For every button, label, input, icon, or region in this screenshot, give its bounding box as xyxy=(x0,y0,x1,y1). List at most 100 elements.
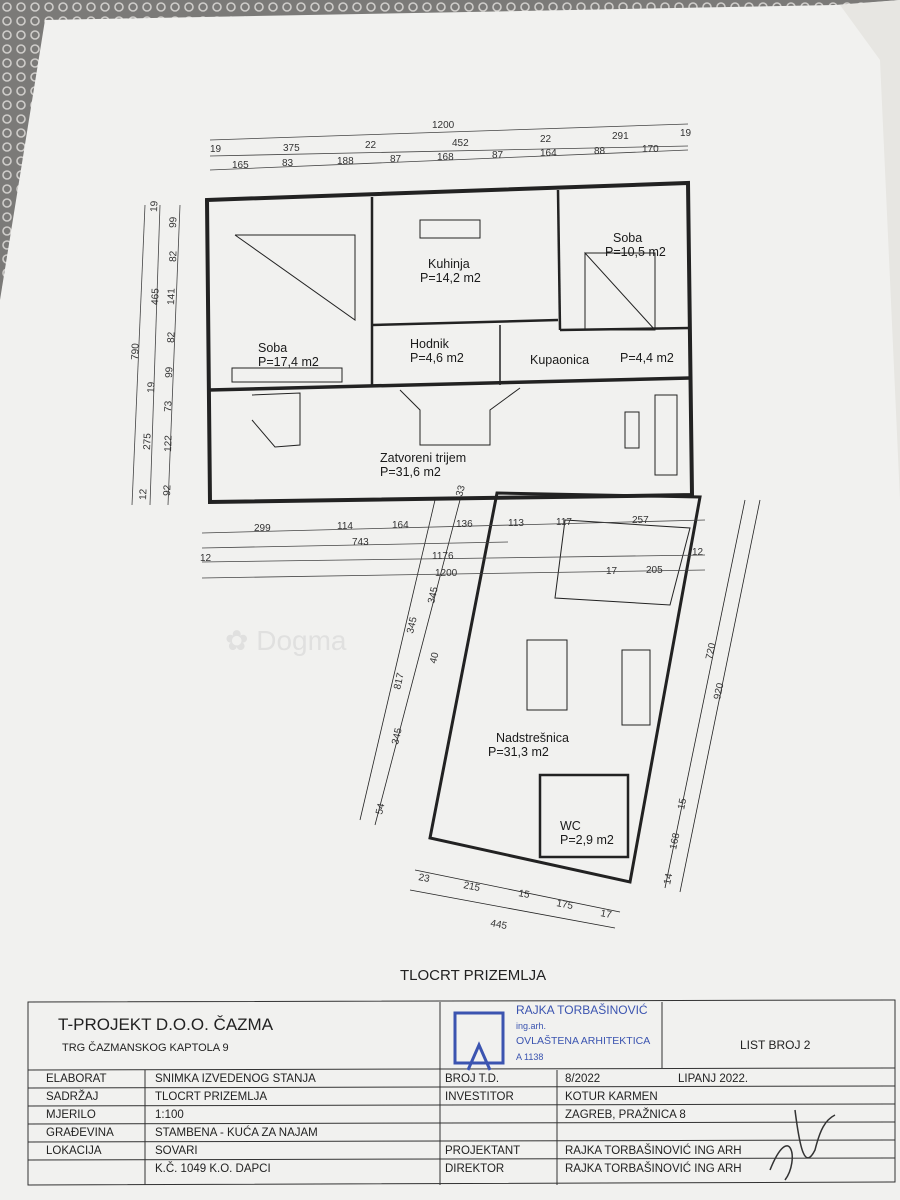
dim-left-row2: 19 xyxy=(149,200,160,212)
dim-middle-row3: 12 xyxy=(692,547,704,558)
row-value: KOTUR KARMEN xyxy=(565,1091,658,1103)
dim-middle-row1: 114 xyxy=(337,521,353,532)
row-label: ELABORAT xyxy=(46,1073,107,1085)
dim-top-row3: 170 xyxy=(642,144,659,155)
room-label-zatvoreni-trijem: Zatvoreni trijem xyxy=(380,451,466,465)
dim-743: 743 xyxy=(352,537,369,548)
room-area: P=4,6 m2 xyxy=(410,351,464,365)
dim-canopy-right: 920 xyxy=(712,682,726,701)
dim-left-row2: 12 xyxy=(138,488,149,500)
company-name: T-PROJEKT D.O.O. ČAZMA xyxy=(58,1015,274,1034)
dim-top-row3: 83 xyxy=(282,158,294,169)
dim-left-row2: 275 xyxy=(142,433,154,450)
dim-top-row2: 452 xyxy=(452,138,469,149)
dim-canopy-bottom: 17 xyxy=(599,908,612,921)
middle-dimension-lines xyxy=(201,519,706,579)
dim-overall-width: 1200 xyxy=(432,120,455,131)
dim-top-row2: 22 xyxy=(540,134,552,145)
dim-top-row2: 22 xyxy=(365,140,377,151)
house-walls xyxy=(204,180,695,505)
row-value: SOVARI xyxy=(155,1145,198,1157)
dim-middle-row1: 164 xyxy=(392,520,409,531)
dim-left-row3: 141 xyxy=(166,288,178,305)
row-label: INVESTITOR xyxy=(445,1091,514,1103)
dim-canopy-left: 54 xyxy=(374,802,387,816)
row-value: 1:100 xyxy=(155,1109,184,1121)
dim-left-row3: 99 xyxy=(168,216,179,228)
dim-canopy-bottom: 215 xyxy=(462,880,481,894)
room-label-hodnik: Hodnik xyxy=(410,337,450,351)
dim-middle-row4: 17 xyxy=(606,566,618,577)
row-label: LOKACIJA xyxy=(46,1145,102,1157)
dim-top-row3: 165 xyxy=(232,160,249,171)
room-label-soba: Soba xyxy=(613,231,642,245)
dim-canopy-left: 345 xyxy=(405,616,420,635)
dim-left-row3: 99 xyxy=(164,366,175,378)
room-label-kupaonica: Kupaonica xyxy=(530,353,589,367)
signature xyxy=(769,1109,836,1181)
stamp-role: OVLAŠTENA ARHITEKTICA xyxy=(516,1035,651,1047)
row-label: PROJEKTANT xyxy=(445,1145,521,1157)
canopy-walls xyxy=(359,491,761,929)
dim-top-row3: 188 xyxy=(337,156,354,167)
row-value: 8/2022 xyxy=(565,1073,601,1085)
dim-left-row3: 82 xyxy=(168,250,179,262)
row-value: K.Č. 1049 K.O. DAPCI xyxy=(155,1163,271,1175)
paper-underneath xyxy=(840,0,900,500)
dim-middle-row1: 117 xyxy=(556,517,572,528)
dim-top-row3: 88 xyxy=(594,146,606,157)
sheet-number: LIST BROJ 2 xyxy=(740,1038,811,1052)
dim-canopy-bottom: 15 xyxy=(517,888,530,901)
room-area: P=10,5 m2 xyxy=(605,245,666,259)
room-label-kuhinja: Kuhinja xyxy=(428,257,470,271)
dim-middle-row4: 205 xyxy=(646,565,663,576)
room-label-wc: WC xyxy=(560,819,581,833)
dim-top-row3: 168 xyxy=(437,152,454,163)
dim-left-row3: 122 xyxy=(163,435,175,452)
dim-middle-row4: 1200 xyxy=(435,568,458,579)
title-block-frame xyxy=(27,999,896,1186)
room-label-soba: Soba xyxy=(258,341,287,355)
room-area: P=4,4 m2 xyxy=(620,351,674,365)
dim-canopy-bottom: 175 xyxy=(555,898,574,912)
dim-left-row3: 92 xyxy=(162,484,173,496)
row-label: MJERILO xyxy=(46,1109,96,1121)
dim-middle-row1: 257 xyxy=(632,515,649,526)
dim-top-row3: 164 xyxy=(540,148,557,159)
dim-canopy-top: 33 xyxy=(454,484,468,498)
row-value: ZAGREB, PRAŽNICA 8 xyxy=(565,1109,686,1121)
dim-middle-row3: 12 xyxy=(200,553,212,564)
dim-canopy-right: 720 xyxy=(704,642,718,661)
row-label: GRAĐEVINA xyxy=(46,1127,114,1139)
dim-top-row2: 291 xyxy=(612,131,629,142)
left-dimension-lines xyxy=(131,204,181,506)
dim-middle-row1: 113 xyxy=(508,518,524,529)
dim-middle-row3: 1176 xyxy=(432,551,454,562)
dim-canopy-bottom: 445 xyxy=(489,918,508,932)
row-value: RAJKA TORBAŠINOVIĆ ING ARH xyxy=(565,1145,742,1157)
dim-canopy-right: 15 xyxy=(676,797,689,811)
dim-overall-depth: 790 xyxy=(130,343,142,360)
stamp-number: A 1138 xyxy=(516,1052,544,1062)
dim-left-row3: 82 xyxy=(166,331,177,343)
stamp-title: ing.arh. xyxy=(516,1021,547,1031)
dim-canopy-left: 40 xyxy=(428,651,441,665)
dim-left-row3: 73 xyxy=(163,400,174,412)
dim-middle-row1: 136 xyxy=(456,519,473,530)
room-area: P=17,4 m2 xyxy=(258,355,319,369)
dim-canopy-left: 345 xyxy=(390,727,405,746)
plan-title: TLOCRT PRIZEMLJA xyxy=(400,967,546,984)
room-area: P=2,9 m2 xyxy=(560,833,614,847)
stamp-name: RAJKA TORBAŠINOVIĆ xyxy=(516,1003,648,1017)
dim-canopy-right: 168 xyxy=(668,832,682,851)
dim-top-row2: 19 xyxy=(680,128,692,139)
architect-stamp-logo xyxy=(453,1011,505,1071)
watermark-logo: ✿ Dogma xyxy=(225,625,347,656)
dim-top-row3: 87 xyxy=(492,150,504,161)
dim-left-row2: 19 xyxy=(146,381,157,393)
row-label: BROJ T.D. xyxy=(445,1073,500,1085)
row-label: SADRŽAJ xyxy=(46,1091,99,1103)
company-address: TRG ČAZMANSKOG KAPTOLA 9 xyxy=(62,1042,229,1054)
